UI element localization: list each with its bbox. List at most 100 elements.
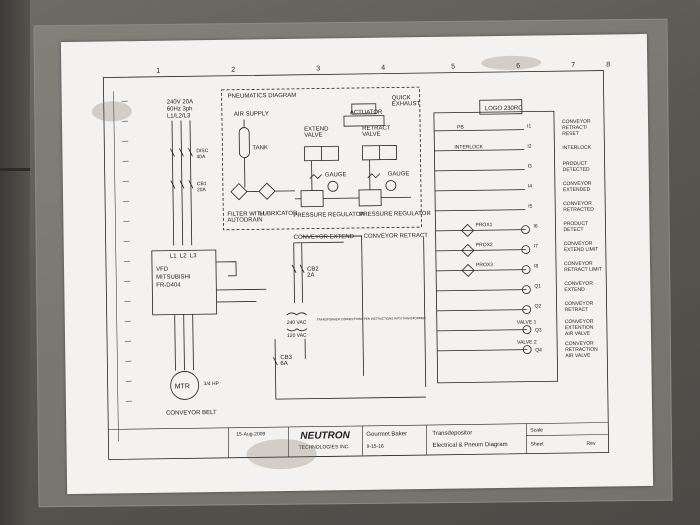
- rev-label: Rev: [586, 441, 595, 447]
- svg-text:5: 5: [451, 64, 455, 71]
- io-tag-valve1: VALVE 1: [517, 319, 537, 325]
- scale-label: Scale: [530, 427, 543, 433]
- motor-symbol: [170, 371, 200, 400]
- io-num: I1: [527, 124, 531, 130]
- supply-lines: [170, 120, 194, 246]
- svg-text:8: 8: [606, 61, 610, 68]
- conveyor-wiring: [272, 235, 427, 400]
- motor-caption: CONVEYOR BELT: [166, 410, 217, 417]
- io-label: DETECT: [564, 227, 584, 233]
- pressure-regulator-label-1: PRESSURE REGULATOR: [293, 212, 365, 219]
- extend-valve-label: EXTEND: [304, 126, 329, 132]
- svg-text:1: 1: [156, 68, 160, 75]
- io-num: Q4: [535, 347, 542, 353]
- disc-label: DISC: [196, 148, 208, 154]
- io-tag-prox1: PROX1: [475, 222, 492, 228]
- sheet-label: Sheet: [530, 441, 544, 447]
- io-label: EXTENTION: [565, 325, 594, 331]
- filter-label-2: AUTODRAIN: [227, 217, 262, 223]
- supply-label: 240V 20A 60Hz 3ph L1/L2/L3: [167, 99, 193, 119]
- plc-frame: [433, 110, 559, 384]
- io-label: EXTEND: [564, 287, 585, 293]
- retract-valve-label: RETRACT: [362, 126, 391, 132]
- svg-text:7: 7: [571, 62, 575, 69]
- svg-text:2: 2: [231, 67, 235, 74]
- io-label: PRODUCT: [563, 221, 588, 227]
- quick-exhaust-label-2: EXHAUST: [392, 101, 421, 107]
- pneumatics-frame: [221, 86, 422, 231]
- customer-name: Gourmet Baker: [366, 431, 407, 438]
- air-supply-label: AIR SUPPLY: [234, 111, 269, 117]
- transformer-secondary: 120 VAC: [287, 333, 307, 339]
- schematic-sheet: 1 2 3 4 5 6 7 8 240V 20A 60Hz 3ph L1/L2/…: [60, 33, 654, 495]
- io-num: I5: [528, 204, 532, 210]
- io-tag-interlock: INTERLOCK: [454, 144, 483, 150]
- filter-label: FILTER WITH: [227, 211, 264, 218]
- svg-text:6: 6: [516, 63, 520, 70]
- svg-text:3: 3: [316, 65, 320, 72]
- cb2-label: CB2: [307, 267, 319, 273]
- io-tag-valve2: VALVE 2: [517, 339, 537, 345]
- io-label: CONVEYOR: [563, 201, 592, 207]
- extend-valve-label-2: VALVE: [304, 132, 323, 138]
- io-label: CONVEYOR: [565, 319, 594, 325]
- vfd-model: FR-D404: [156, 282, 181, 288]
- io-label: CONVEYOR: [564, 241, 593, 247]
- motor-label: MTR: [175, 383, 190, 390]
- drawing-date-code: 9-15-16: [367, 444, 385, 450]
- disc-rating: 40A: [196, 154, 206, 160]
- quick-exhaust-label: QUICK: [392, 95, 411, 101]
- cb1-rating: 20A: [197, 187, 207, 193]
- svg-text:240V 20A: 240V 20A: [167, 99, 193, 105]
- drawing-border: [102, 70, 610, 460]
- io-num: Q2: [535, 303, 542, 309]
- io-label: INTERLOCK: [562, 145, 591, 151]
- io-num: Q3: [535, 327, 542, 333]
- gauge-label-2: GAUGE: [388, 171, 410, 177]
- retract-valve-label-2: VALVE: [362, 132, 381, 138]
- io-num: I7: [534, 243, 538, 249]
- io-label: CONVEYOR: [563, 181, 592, 187]
- plc-logo-box: [479, 99, 523, 115]
- io-label: CONVEYOR: [562, 119, 591, 125]
- conveyor-retract-label: CONVEYOR RETRACT: [364, 233, 429, 240]
- io-num: I4: [528, 184, 532, 190]
- enclosure-seam: [0, 168, 30, 171]
- io-label: EXTENDED: [563, 187, 591, 193]
- tank-label: TANK: [252, 145, 268, 151]
- vfd-make: MITSUBISHI: [156, 274, 191, 280]
- io-label: RETRACT: [565, 307, 589, 313]
- vfd-term-l3: L3: [190, 253, 197, 259]
- column-numbers: 1 2 3 4 5 6 7 8: [156, 61, 610, 74]
- io-label: CONVEYOR: [565, 301, 594, 307]
- pneumatic-symbols: [230, 103, 412, 208]
- io-label: PRODUCT: [563, 161, 588, 167]
- plc-title: LOGO 230RC: [485, 106, 523, 113]
- conveyor-extend-label: CONVEYOR EXTEND: [294, 234, 355, 241]
- io-label: CONVEYOR: [565, 341, 594, 347]
- io-label: AIR VALVE: [565, 353, 591, 359]
- cb3-rating: 6A: [280, 361, 287, 367]
- gauge-label-1: GAUGE: [325, 172, 347, 178]
- pressure-regulator-label-2: PRESSURE REGULATOR: [359, 211, 431, 218]
- vfd-term-l1: L1: [170, 254, 177, 260]
- io-num: I3: [528, 164, 532, 170]
- lubricator-label: LUBRICATOR: [259, 211, 298, 218]
- plc-io-labels: PB I1 CONVEYOR RETRACT/ RESET INTERLOCK …: [454, 119, 602, 359]
- io-tag-pb: PB: [457, 124, 464, 130]
- company-name: NEUTRON: [300, 430, 350, 442]
- io-num: I6: [533, 223, 537, 229]
- io-label: CONVEYOR: [564, 281, 593, 287]
- io-num: I8: [534, 263, 538, 269]
- enclosure-edge: [0, 0, 30, 525]
- io-label: AIR VALVE: [565, 331, 591, 337]
- plc-io-rows: [434, 129, 532, 355]
- cb1-label: CB1: [197, 181, 207, 187]
- vfd-title: VFD: [156, 267, 169, 273]
- cb2-rating: 2A: [307, 273, 314, 279]
- vfd-term-l2: L2: [180, 253, 187, 259]
- cb3-label: CB3: [280, 355, 292, 361]
- svg-text:4: 4: [381, 65, 385, 72]
- io-label: EXTEND LIMIT: [564, 247, 599, 253]
- io-label: RETRACT LIMIT: [564, 267, 602, 274]
